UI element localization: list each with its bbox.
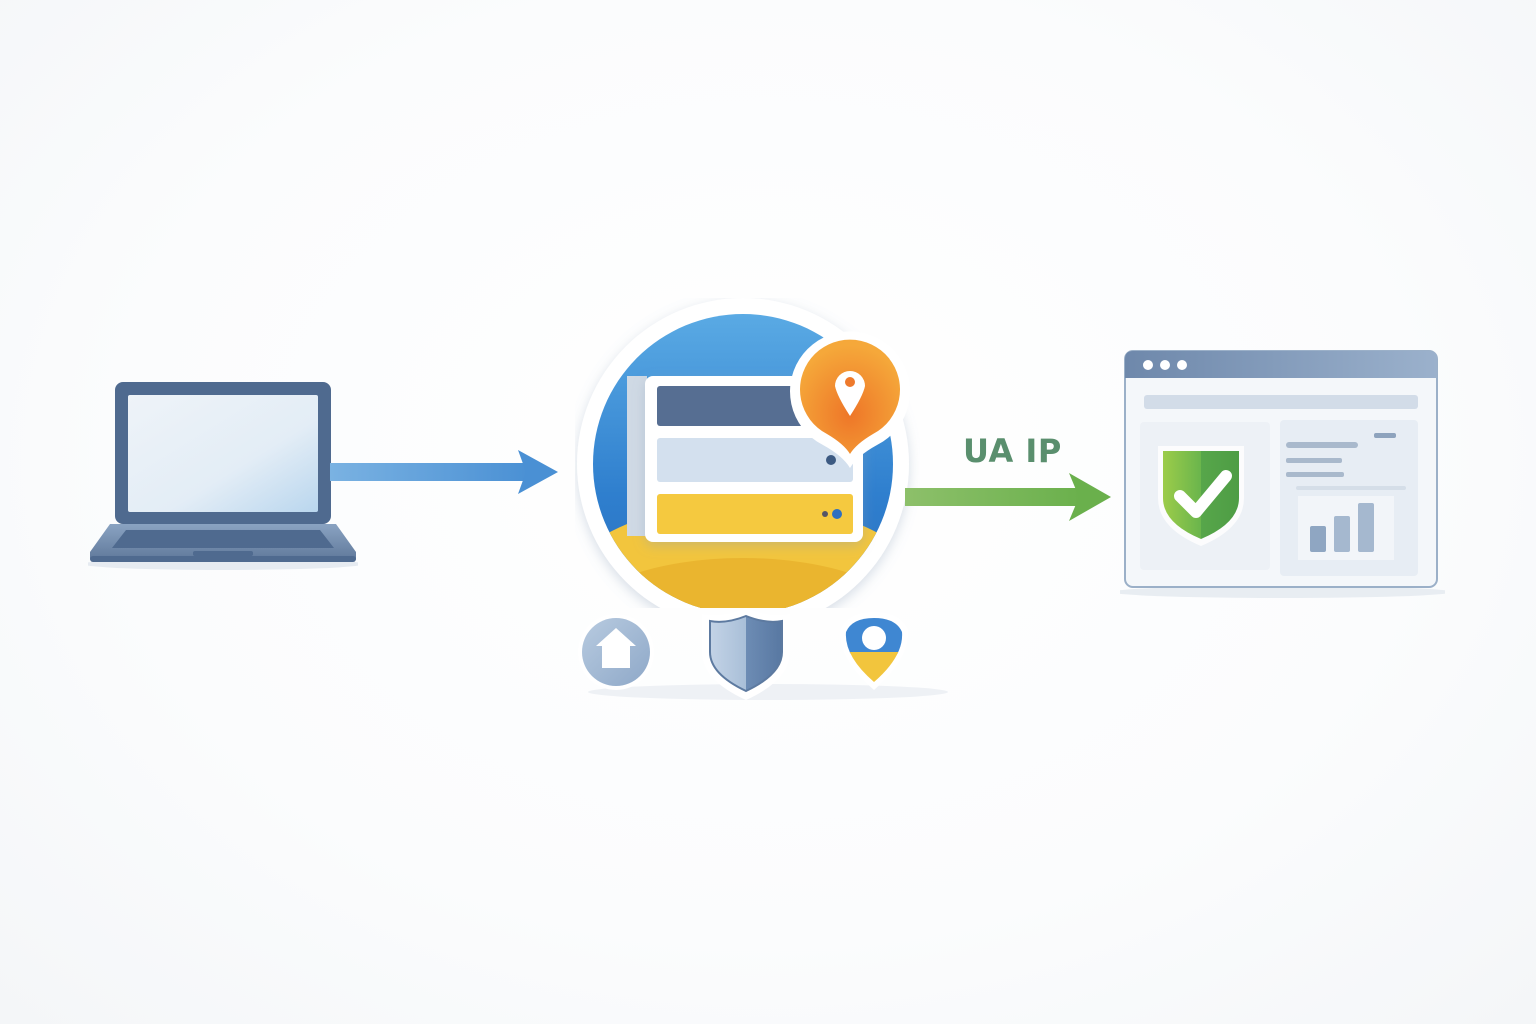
arrow-right-icon [330,450,558,494]
arrow-client-to-proxy [330,447,562,497]
browser-window-icon [1120,350,1445,598]
laptop-icon [88,382,358,570]
arrow-right-icon [905,473,1111,521]
shield-icon [702,608,790,700]
home-icon [578,614,654,690]
ukraine-location-icon [839,612,909,690]
edge-label-ua-ip: UA IP [963,432,1062,470]
website-node [1120,348,1445,598]
location-badge [787,330,913,470]
laptop-node [88,380,358,570]
location-pin-icon [790,331,910,468]
bar-chart-icon [1298,496,1394,560]
shield-check-icon [1158,446,1244,546]
proxy-features [578,608,958,708]
arrow-proxy-to-website [905,470,1115,524]
